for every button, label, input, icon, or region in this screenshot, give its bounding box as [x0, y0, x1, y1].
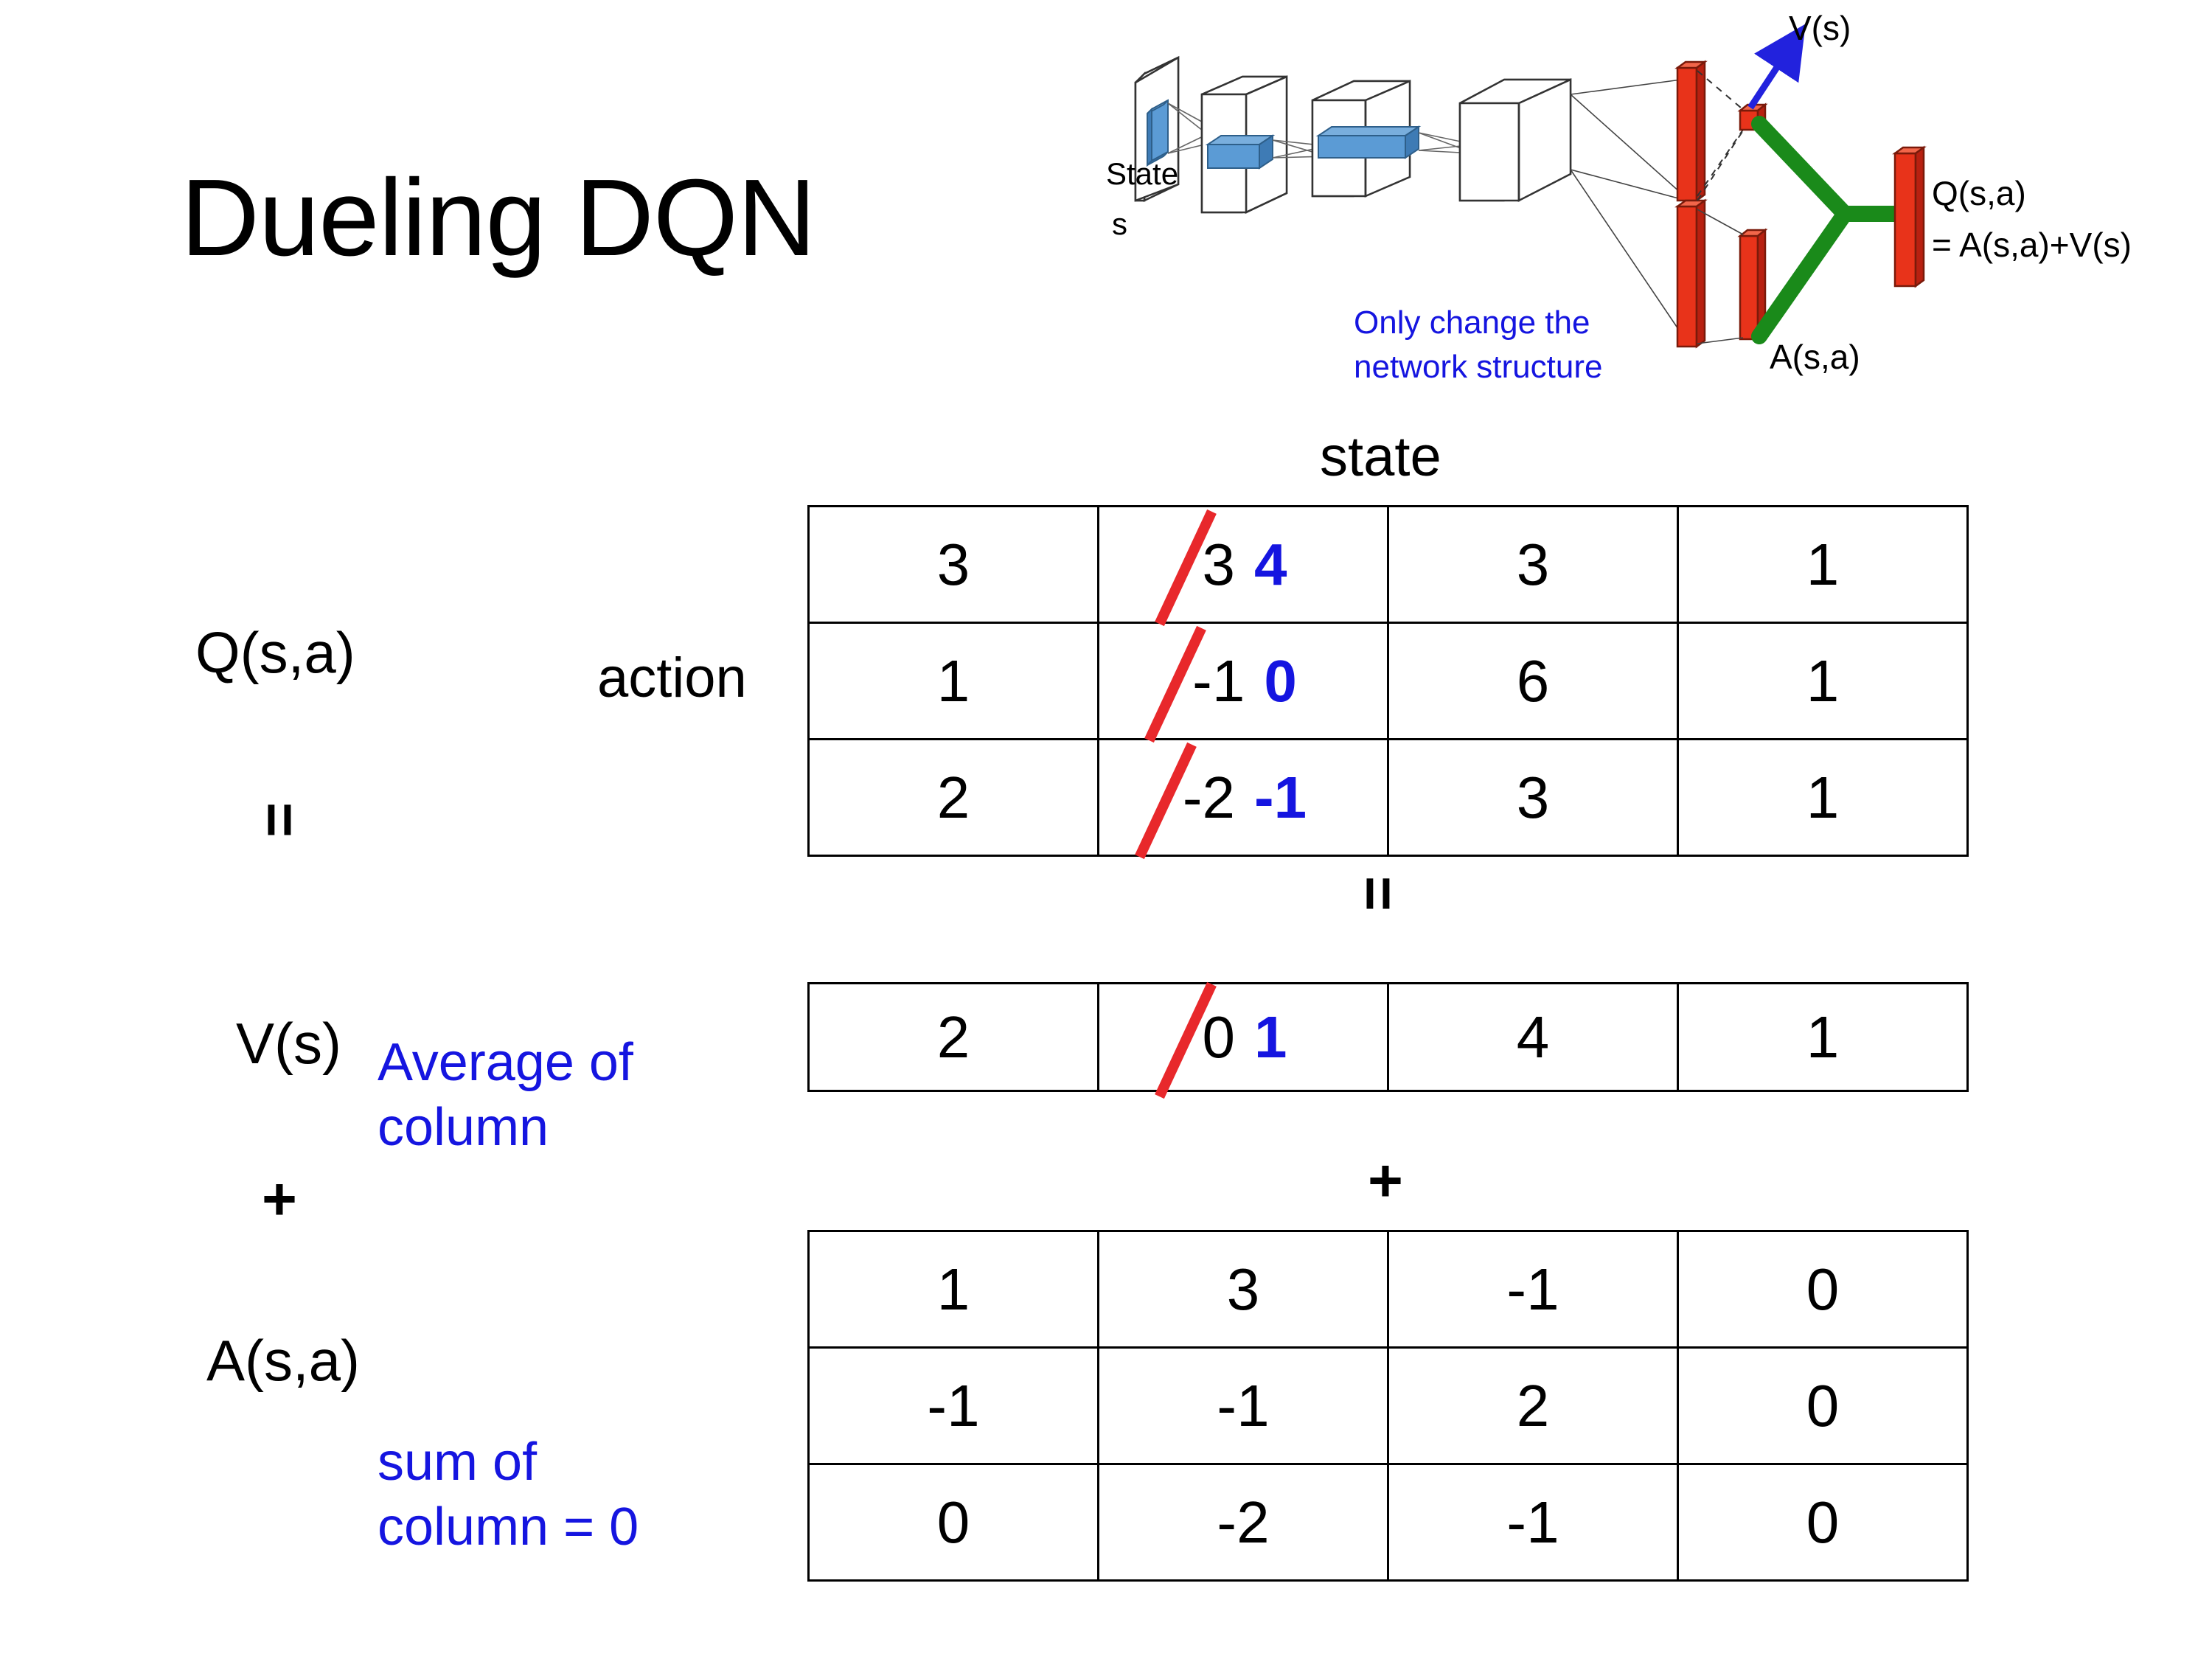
table-cell: -2-1: [1097, 738, 1389, 857]
sum-of-column-note: sum of column = 0: [378, 1433, 639, 1557]
table-cell: -1: [1387, 1230, 1679, 1349]
table-cell: 2: [1387, 1346, 1679, 1465]
table-cell: -2: [1097, 1463, 1389, 1582]
dueling-network-diagram: State s Only change the network structur…: [1091, 0, 2212, 413]
corrected-new-value: 1: [1254, 1004, 1287, 1070]
q-function-label: Q(s,a): [195, 620, 355, 685]
table-cell: 3: [807, 505, 1099, 624]
corrected-new-value: 0: [1264, 647, 1297, 714]
struck-old-value: 3: [1200, 531, 1239, 599]
table-cell: 4: [1387, 982, 1679, 1092]
page-title: Dueling DQN: [181, 157, 816, 279]
value-stream-label: V(s): [1789, 9, 1851, 47]
equals-operator-left: =: [246, 802, 313, 838]
average-of-column-note: Average of column: [378, 1033, 633, 1157]
struck-old-value: -2: [1180, 764, 1238, 832]
table-cell: 3: [1387, 738, 1679, 857]
table-cell: 1: [807, 622, 1099, 740]
corrected-new-value: -1: [1254, 764, 1307, 830]
plus-operator-middle: +: [1368, 1147, 1403, 1214]
table-cell: 2: [807, 738, 1099, 857]
corrected-new-value: 4: [1254, 531, 1287, 597]
table-cell: -1: [1387, 1463, 1679, 1582]
q-output-label-line1: Q(s,a): [1932, 174, 2026, 212]
table-cell: 3: [1097, 1230, 1389, 1349]
state-axis-label: state: [1320, 425, 1441, 488]
table-cell: 1: [1677, 738, 1969, 857]
network-note-line1: Only change the: [1354, 305, 1590, 341]
table-cell: -1: [1097, 1346, 1389, 1465]
network-note-line2: network structure: [1354, 349, 1602, 385]
q-output-label-line2: = A(s,a)+V(s): [1932, 226, 2132, 264]
a-function-label: A(s,a): [206, 1328, 361, 1393]
table-cell: 0: [1677, 1346, 1969, 1465]
state-input-label-line1: State: [1106, 156, 1178, 191]
table-cell: 0: [1677, 1230, 1969, 1349]
table-cell: -1: [807, 1346, 1099, 1465]
table-cell: 0: [1677, 1463, 1969, 1582]
state-input-label-line2: s: [1112, 206, 1127, 241]
advantage-stream-label: A(s,a): [1770, 338, 1860, 376]
action-axis-label: action: [597, 647, 747, 709]
struck-old-value: 0: [1200, 1004, 1239, 1071]
table-cell: 3: [1387, 505, 1679, 624]
struck-old-value: -1: [1189, 647, 1248, 715]
table-cell: 6: [1387, 622, 1679, 740]
table-cell: 1: [807, 1230, 1099, 1349]
table-cell: 1: [1677, 622, 1969, 740]
table-cell: 1: [1677, 505, 1969, 624]
plus-operator-left: +: [262, 1166, 297, 1233]
table-cell: 2: [807, 982, 1099, 1092]
table-cell: 0: [807, 1463, 1099, 1582]
table-cell: 1: [1677, 982, 1969, 1092]
v-function-label: V(s): [236, 1011, 341, 1076]
equals-operator-middle: =: [1344, 876, 1412, 911]
